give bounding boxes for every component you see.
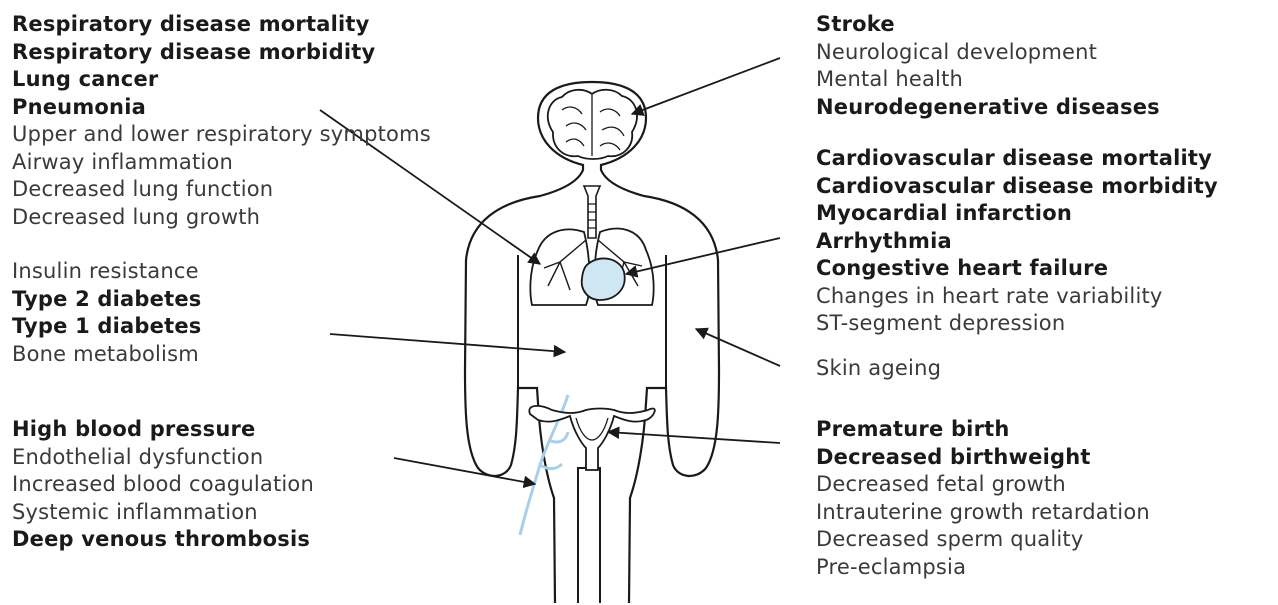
effect-item: Increased blood coagulation <box>12 471 314 499</box>
effect-item: Systemic inflammation <box>12 499 314 527</box>
group-skin: Skin ageing <box>816 355 941 383</box>
effect-item: Neurological development <box>816 39 1160 67</box>
effect-item: Premature birth <box>816 416 1150 444</box>
effect-item: Deep venous thrombosis <box>12 526 314 554</box>
effect-item: High blood pressure <box>12 416 314 444</box>
effect-item: Insulin resistance <box>12 258 202 286</box>
brain-icon <box>548 90 637 159</box>
effect-item: Decreased lung function <box>12 176 431 204</box>
effect-item: Mental health <box>816 66 1160 94</box>
leg-divide <box>578 468 600 603</box>
effect-item: Intrauterine growth retardation <box>816 499 1150 527</box>
effect-item: Cardiovascular disease morbidity <box>816 173 1218 201</box>
effect-item: ST-segment depression <box>816 310 1218 338</box>
heart-icon <box>582 258 625 300</box>
effect-item: Arrhythmia <box>816 228 1218 256</box>
effect-item: Pneumonia <box>12 94 431 122</box>
effect-item: Myocardial infarction <box>816 200 1218 228</box>
arrow-vascular <box>394 458 535 484</box>
effect-item: Pre-eclampsia <box>816 554 1150 582</box>
effect-item: Decreased fetal growth <box>816 471 1150 499</box>
effect-item: Changes in heart rate variability <box>816 283 1218 311</box>
effect-item: Decreased sperm quality <box>816 526 1150 554</box>
effect-item: Type 2 diabetes <box>12 286 202 314</box>
effect-item: Neurodegenerative diseases <box>816 94 1160 122</box>
effect-item: Decreased lung growth <box>12 204 431 232</box>
effect-item: Lung cancer <box>12 66 431 94</box>
effect-item: Respiratory disease morbidity <box>12 39 431 67</box>
effect-item: Skin ageing <box>816 355 941 383</box>
effect-item: Bone metabolism <box>12 341 202 369</box>
effect-item: Upper and lower respiratory symptoms <box>12 121 431 149</box>
effect-item: Airway inflammation <box>12 149 431 177</box>
effect-item: Decreased birthweight <box>816 444 1150 472</box>
effect-item: Stroke <box>816 11 1160 39</box>
effect-item: Type 1 diabetes <box>12 313 202 341</box>
arrow-neurological <box>632 58 780 114</box>
effect-item: Congestive heart failure <box>816 255 1218 283</box>
effect-item: Endothelial dysfunction <box>12 444 314 472</box>
effect-item: Respiratory disease mortality <box>12 11 431 39</box>
effect-item: Cardiovascular disease mortality <box>816 145 1218 173</box>
